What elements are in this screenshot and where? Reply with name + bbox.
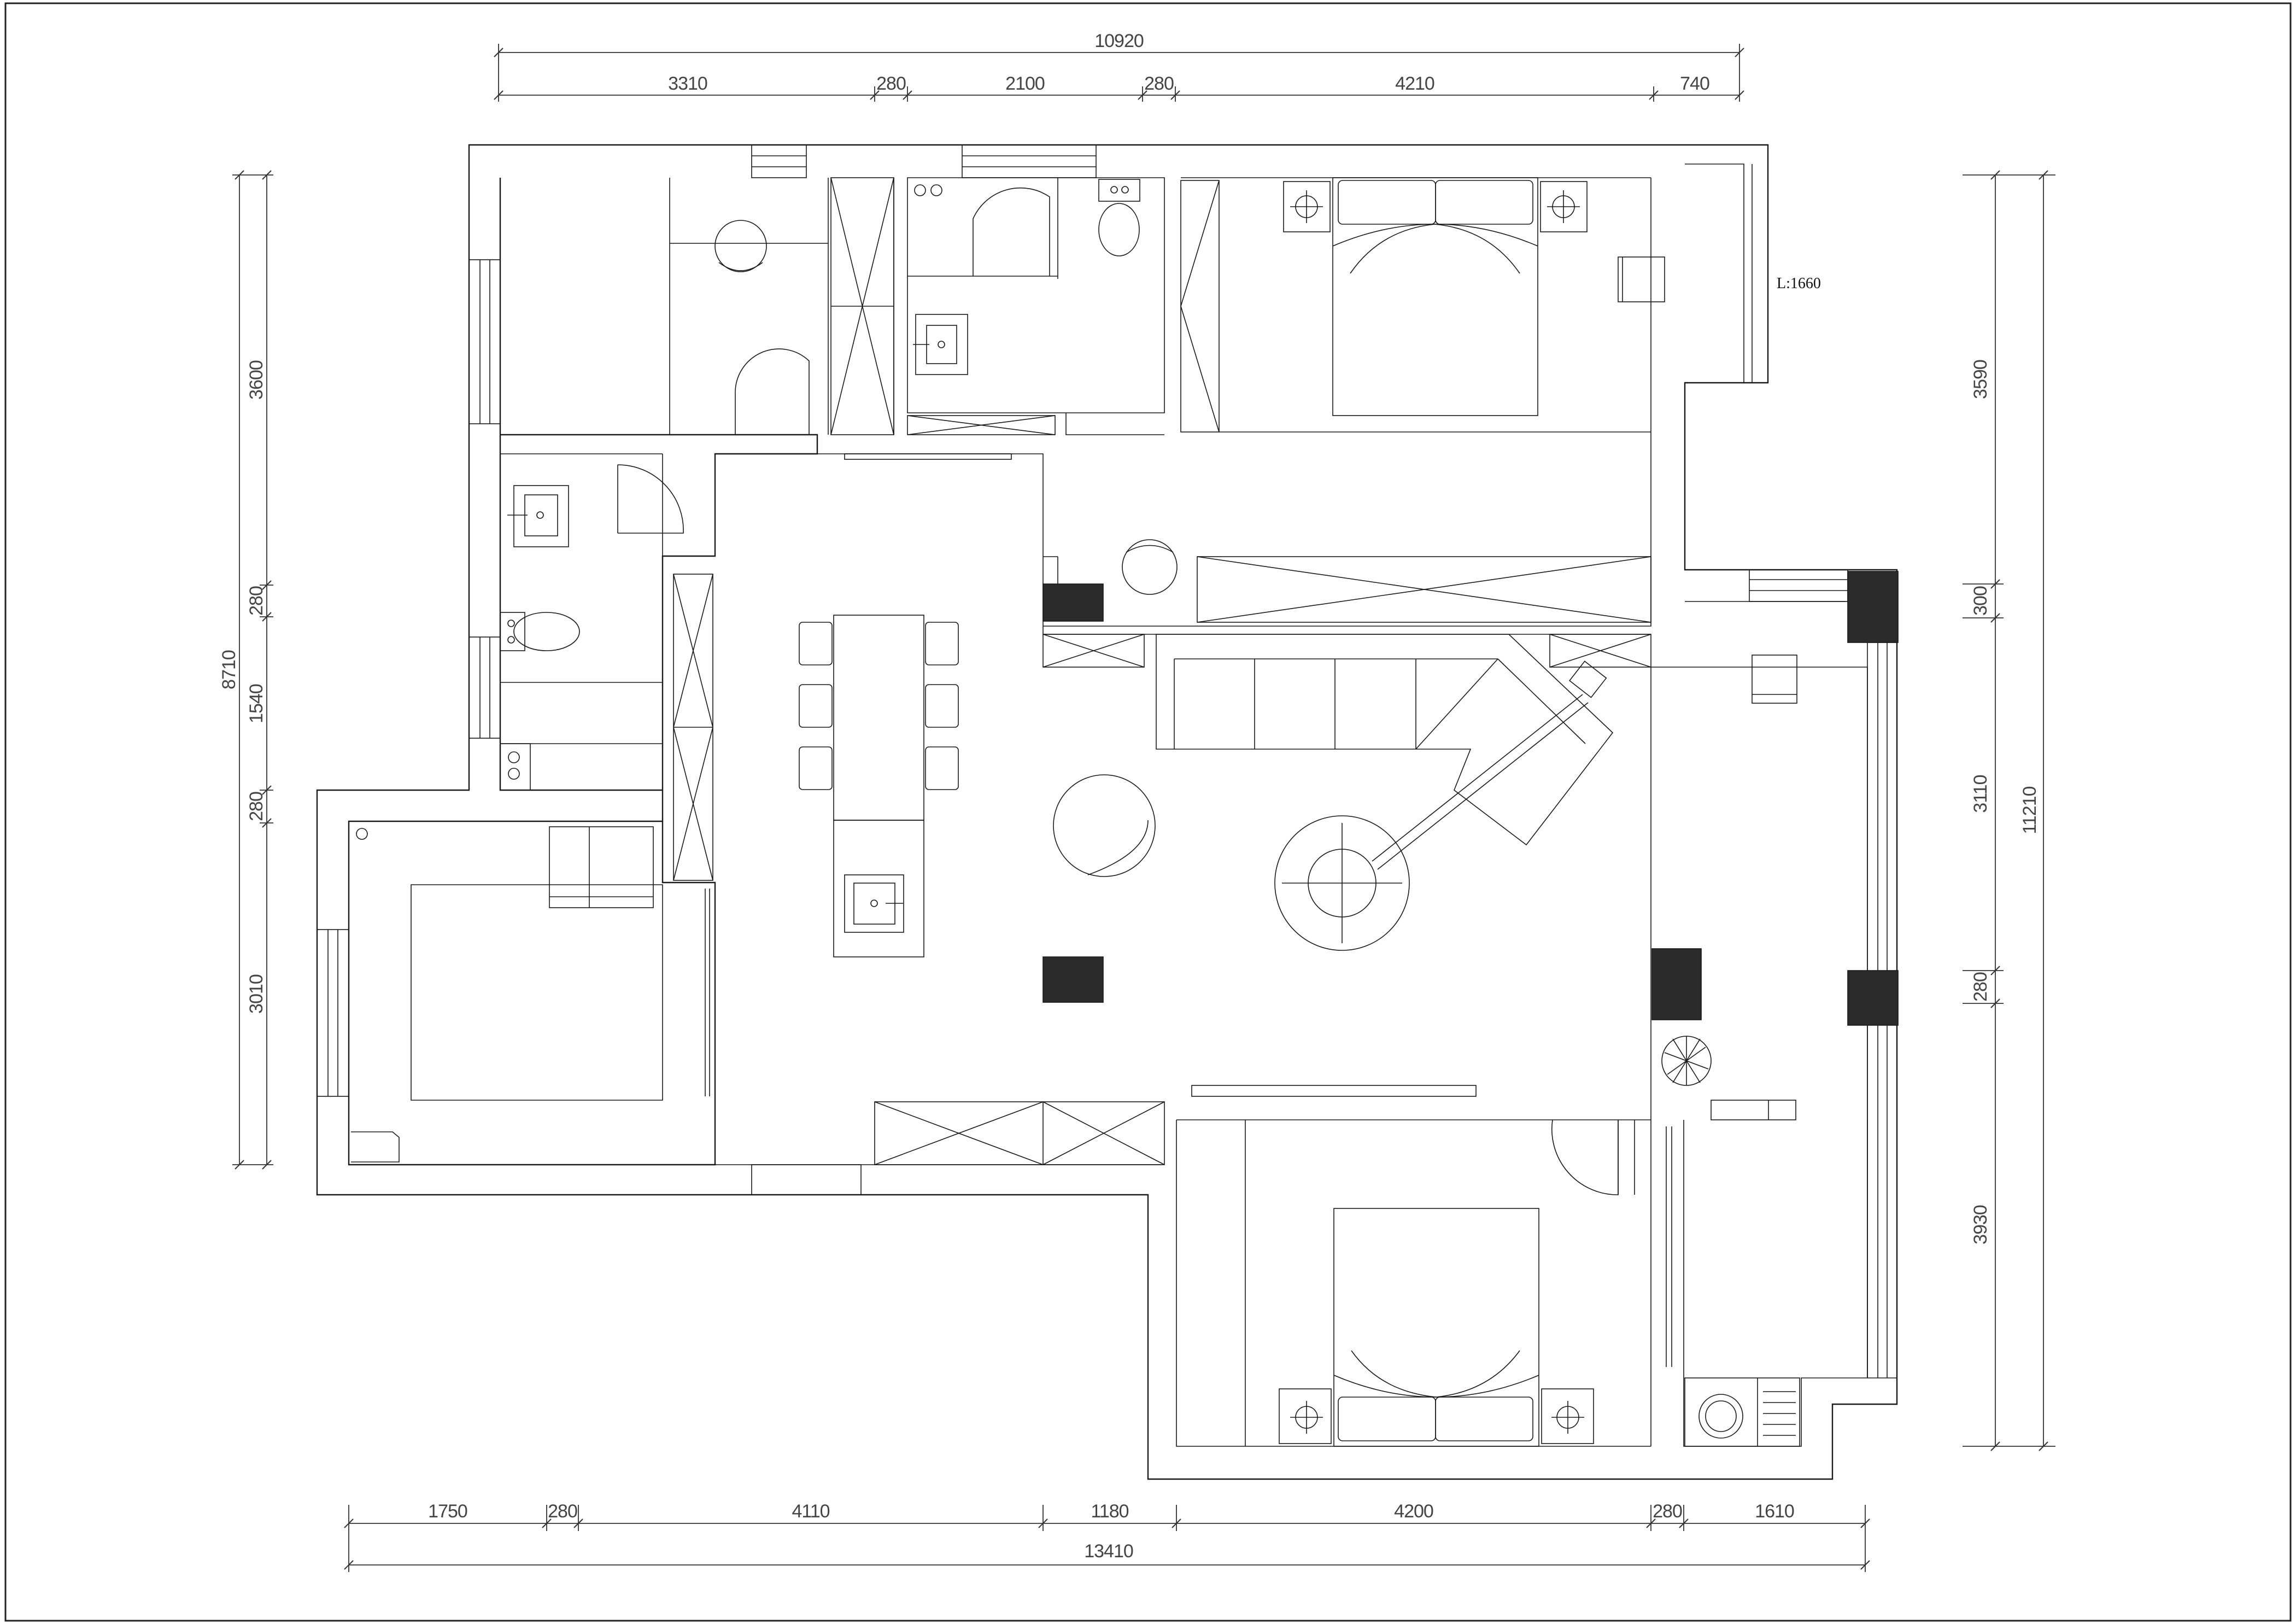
dim-top-seg-5: 4210 [1395, 73, 1434, 94]
dim-right-seg-1: 3590 [1970, 360, 1991, 399]
bathroom-2-fixtures [500, 485, 713, 881]
right-dimension-chain: 3590 300 3110 280 3930 11210 [1963, 170, 2055, 1451]
dim-bottom-seg-4: 1180 [1091, 1501, 1128, 1522]
dim-top-seg-3: 2100 [1005, 73, 1045, 94]
dining-furniture [799, 453, 1012, 957]
dim-top-seg-6: 740 [1680, 73, 1709, 94]
column-4 [1847, 571, 1899, 643]
dim-bottom-seg-2: 280 [548, 1501, 577, 1522]
dim-left-seg-1: 3600 [246, 360, 267, 400]
dim-bottom-overall: 13410 [1084, 1541, 1133, 1562]
dim-top-overall: 10920 [1094, 31, 1144, 51]
dim-right-seg-2: 300 [1970, 586, 1991, 616]
plant-icon [1661, 1036, 1712, 1086]
bedroom-south-furniture [1245, 1120, 1594, 1447]
dim-left-overall: 8710 [219, 650, 239, 690]
dim-bottom-seg-7: 1610 [1755, 1501, 1794, 1522]
balcony-length-note: L:1660 [1777, 275, 1821, 292]
dim-left-seg-4: 280 [246, 792, 267, 821]
columns [1042, 571, 1899, 1026]
dim-left-seg-5: 3010 [246, 974, 267, 1014]
dim-right-overall: 11210 [2019, 786, 2040, 834]
column-1 [1042, 583, 1104, 622]
dim-bottom-seg-6: 280 [1653, 1501, 1682, 1522]
dim-right-seg-3: 3110 [1970, 775, 1991, 813]
bottom-dimension-chain: 1750 280 4110 1180 4200 280 1610 13410 [344, 1501, 1870, 1572]
dim-top-seg-1: 3310 [668, 73, 707, 94]
dim-left-seg-3: 1540 [246, 684, 267, 723]
bedroom-sw-furniture [351, 826, 654, 1162]
outer-walls [316, 144, 1898, 1480]
dim-top-seg-4: 280 [1144, 73, 1174, 94]
column-2 [1042, 956, 1104, 1003]
column-3 [1651, 948, 1702, 1020]
master-bedroom-furniture [1043, 177, 1665, 623]
dim-right-seg-5: 3930 [1970, 1205, 1991, 1245]
dim-right-seg-4: 280 [1970, 972, 1991, 1002]
dim-top-seg-2: 280 [876, 73, 906, 94]
column-5 [1847, 970, 1899, 1026]
drawing-border [4, 2, 2292, 1622]
doors [617, 187, 1635, 1195]
dim-left-seg-2: 280 [246, 586, 267, 616]
bedroom-nw-furniture [714, 177, 894, 435]
bathroom-1-fixtures [907, 179, 1220, 435]
left-dimension-chain: 8710 3600 280 1540 280 3010 [219, 170, 273, 1170]
dim-bottom-seg-1: 1750 [428, 1501, 467, 1522]
balcony-furniture [1684, 655, 1800, 1447]
top-dimension-chain: 10920 3310 280 2100 280 4210 740 [494, 31, 1744, 102]
dim-bottom-seg-5: 4200 [1394, 1501, 1433, 1522]
dim-bottom-seg-3: 4110 [792, 1501, 829, 1522]
windows [317, 144, 1897, 1378]
living-room-furniture [874, 634, 1651, 1165]
